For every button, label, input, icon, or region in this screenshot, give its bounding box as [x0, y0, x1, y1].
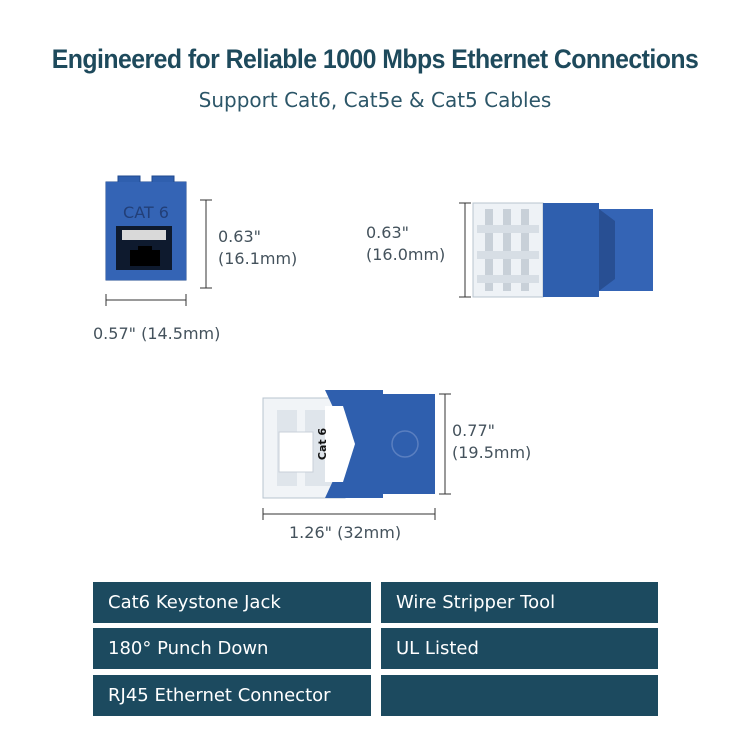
- feature-ul-listed: UL Listed: [381, 628, 658, 669]
- top-jack-label: Cat 6: [316, 428, 329, 461]
- side-height-dimension: 0.63" (16.0mm): [366, 223, 446, 264]
- front-height-dimension: 0.63" (16.1mm): [218, 227, 298, 268]
- feature-wire-stripper-tool: Wire Stripper Tool: [381, 582, 658, 623]
- feature-rj45-ethernet-connector: RJ45 Ethernet Connector: [93, 675, 371, 716]
- page-title: Engineered for Reliable 1000 Mbps Ethern…: [51, 44, 699, 74]
- front-view-jack-diagram: CAT 6: [105, 175, 212, 306]
- front-jack-label: CAT 6: [123, 203, 169, 222]
- top-height-dimension: 0.77" (19.5mm): [452, 421, 532, 462]
- feature-empty-cell: [381, 675, 658, 716]
- front-width-dimension: 0.57" (14.5mm): [93, 324, 221, 343]
- top-length-dimension: 1.26" (32mm): [289, 523, 402, 542]
- feature-cat6-keystone-jack: Cat6 Keystone Jack: [93, 582, 371, 623]
- feature-180-punch-down: 180° Punch Down: [93, 628, 371, 669]
- top-view-jack-diagram: Cat 6: [262, 390, 451, 520]
- page-subtitle: Support Cat6, Cat5e & Cat5 Cables: [198, 88, 552, 112]
- side-view-jack-diagram: [459, 202, 653, 298]
